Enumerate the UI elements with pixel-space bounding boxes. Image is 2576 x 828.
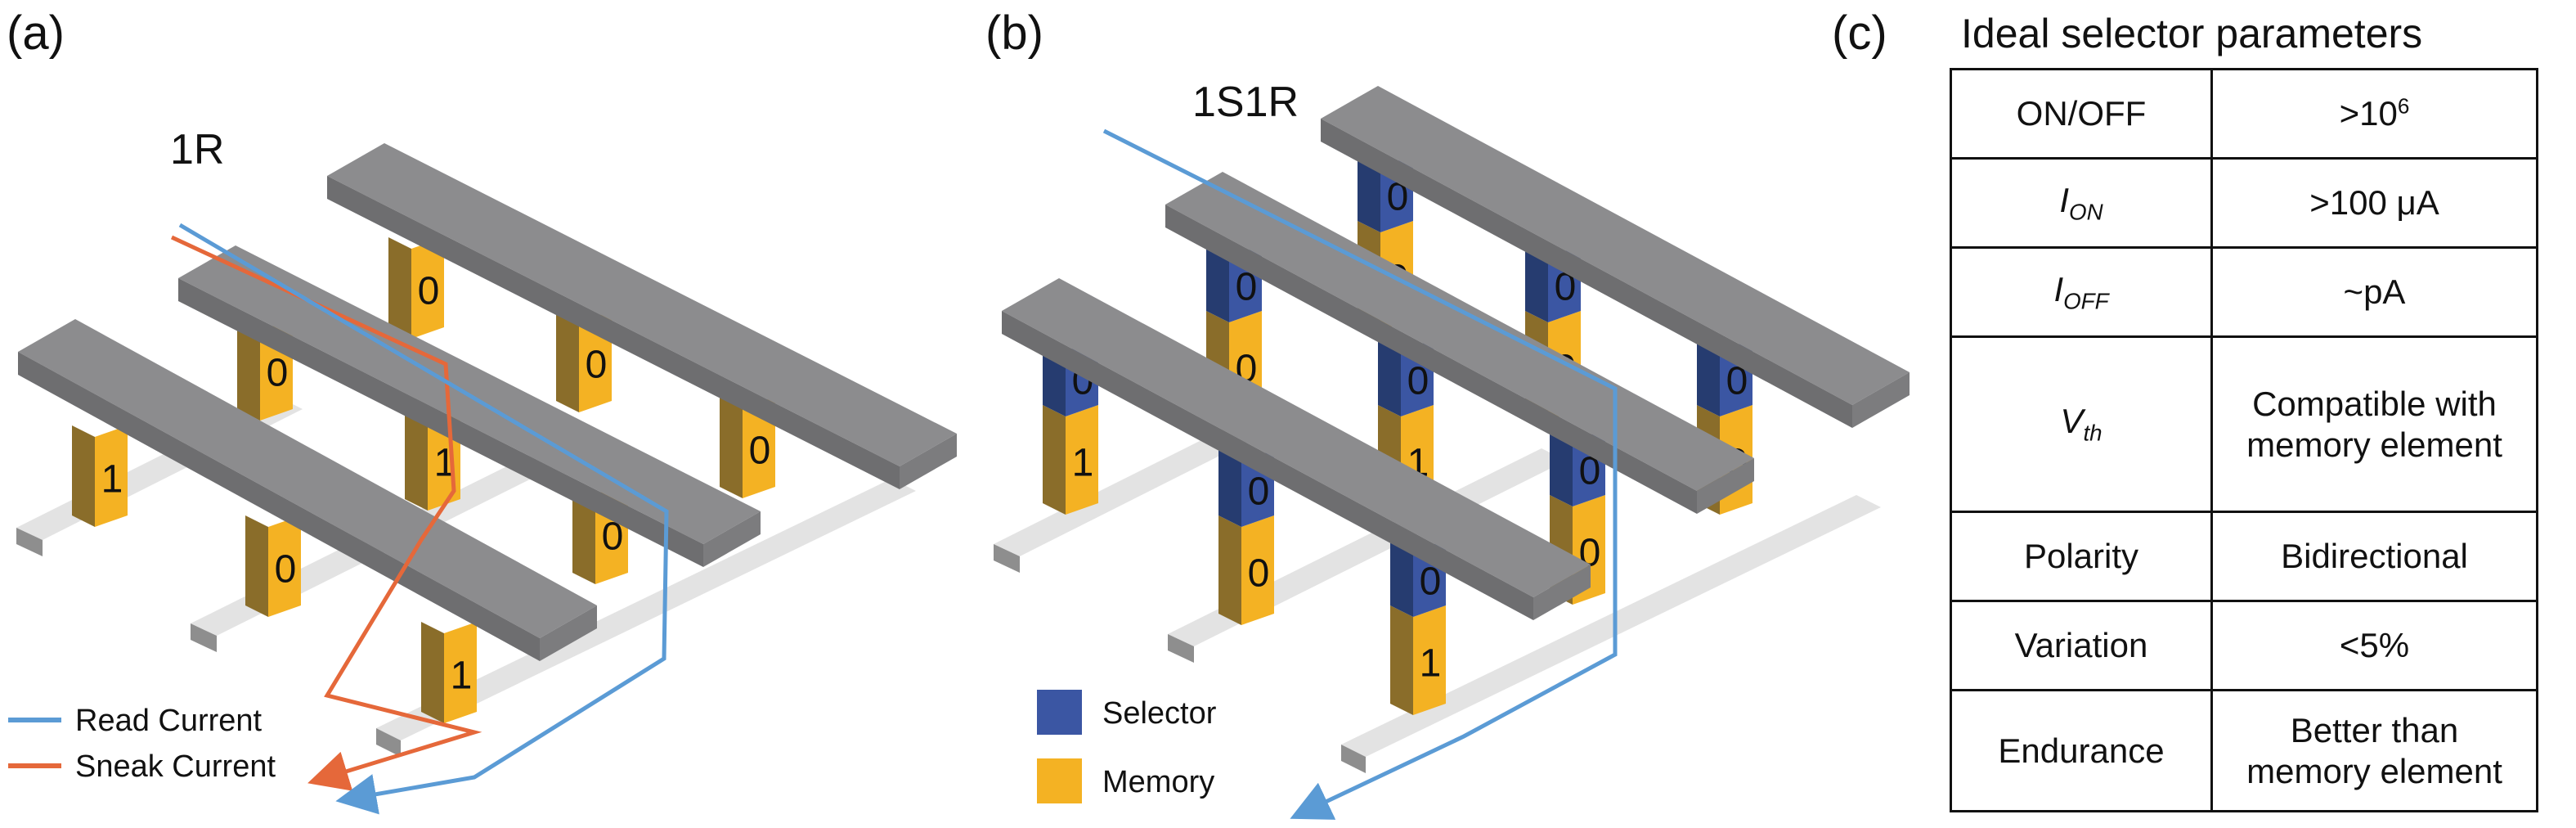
top-electrodes — [1002, 86, 1910, 620]
top-electrode — [1165, 172, 1754, 514]
selector-cell-value: 0 — [1248, 470, 1270, 514]
panel-c-label: (c) — [1832, 7, 1887, 60]
table-row: ON/OFF >106 — [1950, 68, 2538, 160]
read-current-path — [178, 223, 669, 815]
memory-cell: 0 — [1218, 515, 1274, 625]
read-current-path — [1102, 128, 1618, 820]
legend-currents: Read Current Sneak Current — [8, 704, 276, 784]
bottom-rail — [994, 413, 1280, 573]
param-cell: Polarity — [1950, 511, 2213, 602]
memory-cell-value: 0 — [586, 344, 608, 387]
memory-cell-value: 0 — [749, 430, 771, 473]
legend-read-current: Read Current — [75, 704, 263, 738]
value-cell: <5% — [2210, 600, 2538, 691]
memory-cell-value: 1 — [1420, 642, 1442, 686]
param-cell: ON/OFF — [1950, 68, 2213, 160]
selector-cell: 0 — [1218, 450, 1274, 527]
top-electrode — [18, 319, 597, 661]
top-electrodes — [18, 143, 957, 661]
memory-cell: 0 — [388, 237, 444, 339]
array-b-title: 1S1R — [1192, 79, 1299, 126]
memory-cell: 1 — [72, 425, 128, 527]
memory-cell-value: 1 — [1072, 442, 1094, 485]
bottom-rail — [1341, 495, 1881, 773]
value-cell: Bidirectional — [2210, 511, 2538, 602]
top-electrode — [327, 143, 957, 489]
table-title: Ideal selector parameters — [1961, 11, 2423, 56]
memory-cell: 0 — [720, 397, 775, 498]
memory-cell: 1 — [1043, 405, 1098, 515]
table-row: IOFF ~pA — [1950, 246, 2538, 338]
selector-swatch — [1037, 690, 1082, 735]
legend-selector: Selector — [1102, 696, 1217, 731]
param-cell: Vth — [1950, 335, 2213, 513]
legend-memory: Memory — [1102, 765, 1214, 799]
legend-materials: Selector Memory — [1037, 690, 1217, 803]
param-cell: ION — [1950, 157, 2213, 249]
top-electrode — [1002, 278, 1591, 620]
crossbar-1s1r: 000000001000100010 Selector Mem — [994, 86, 1910, 820]
sneak-current-path — [170, 235, 482, 791]
memory-cell-value: 0 — [418, 270, 440, 313]
array-a-title: 1R — [170, 126, 224, 173]
value-cell: >100 μA — [2210, 157, 2538, 249]
bottom-rail — [376, 479, 916, 757]
memory-swatch — [1037, 758, 1082, 803]
legend-sneak-current: Sneak Current — [75, 749, 276, 784]
table-row: Polarity Bidirectional — [1950, 511, 2538, 602]
memory-cell: 1 — [1390, 605, 1446, 715]
memory-cell-value: 1 — [101, 458, 123, 502]
param-cell: Endurance — [1950, 689, 2213, 812]
param-cell: IOFF — [1950, 246, 2213, 338]
value-cell: >106 — [2210, 68, 2538, 160]
panel-a-label: (a) — [7, 7, 65, 60]
top-electrode — [1321, 86, 1910, 428]
table-row: Variation <5% — [1950, 600, 2538, 691]
selector-parameters-table: ON/OFF >106 ION >100 μA IOFF ~pA Vth Com… — [1950, 68, 2538, 812]
memory-cell-value: 1 — [451, 655, 473, 698]
table-row: ION >100 μA — [1950, 157, 2538, 249]
memory-cell: 0 — [245, 515, 301, 617]
memory-cell-value: 0 — [1248, 552, 1270, 596]
memory-cell-value: 0 — [267, 352, 289, 395]
memory-cell-value: 0 — [275, 548, 297, 592]
memory-cell: 0 — [556, 311, 612, 412]
memory-cell: 1 — [421, 622, 477, 723]
panel-b-label: (b) — [985, 7, 1043, 60]
param-cell: Variation — [1950, 600, 2213, 691]
value-cell: ~pA — [2210, 246, 2538, 338]
